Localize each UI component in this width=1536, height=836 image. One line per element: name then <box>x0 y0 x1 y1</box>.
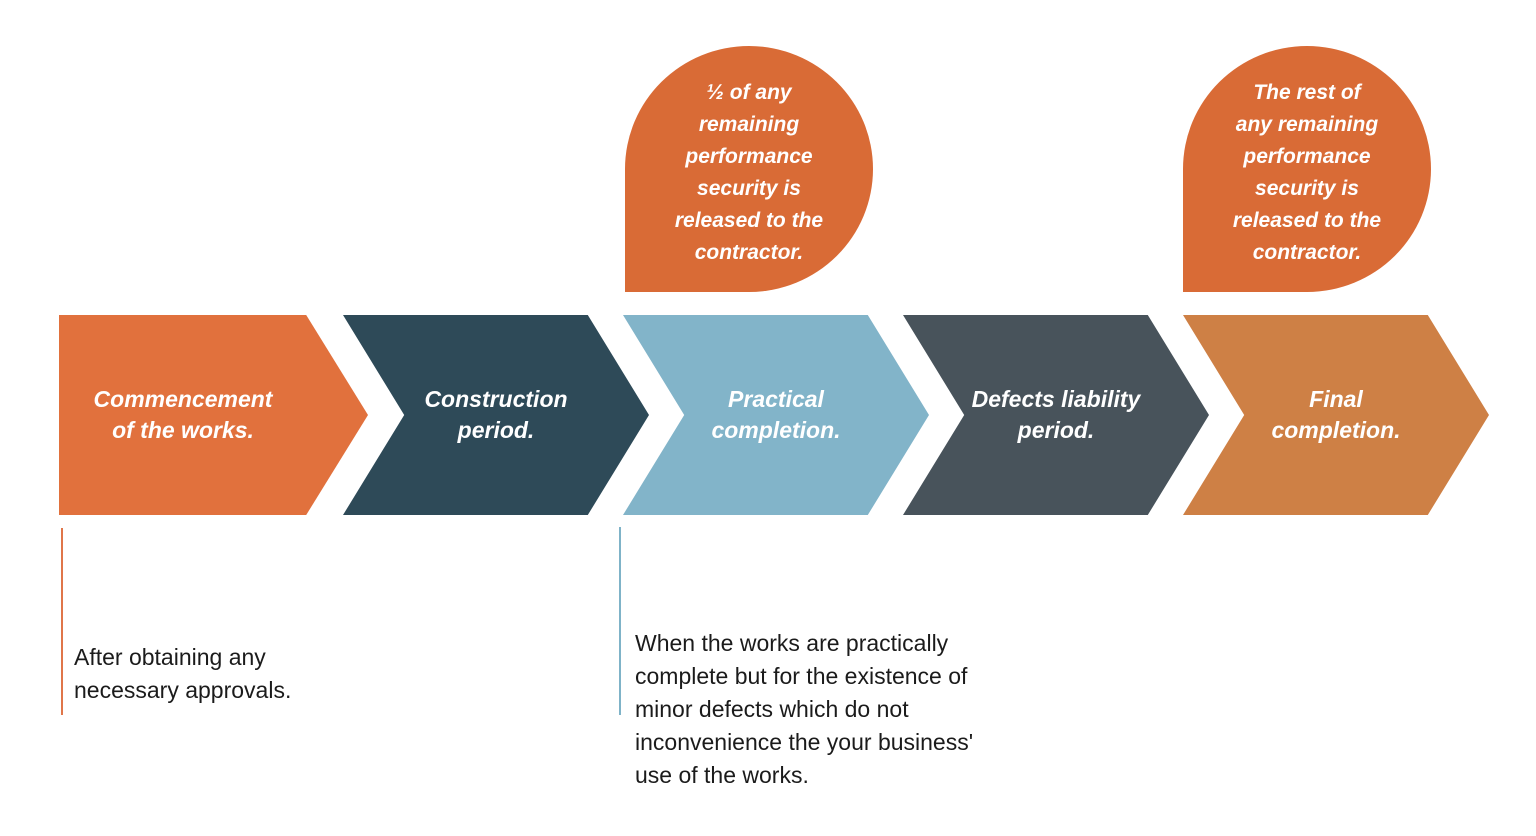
note-commencement: After obtaining any necessary approvals. <box>74 644 292 703</box>
stage-label: Commencement of the works. <box>93 386 273 443</box>
stage-construction-period: Construction period. <box>343 315 649 515</box>
callout-half-security-released: ½ of any remaining performance security … <box>625 46 873 292</box>
stage-final-completion: Final completion. <box>1183 315 1489 515</box>
connector-line-commencement <box>61 528 63 715</box>
stage-label: Construction period. <box>424 386 568 443</box>
stage-label: Defects liability period. <box>971 386 1141 443</box>
callout-text: The rest of any remaining performance se… <box>1232 81 1382 264</box>
note-practical-completion: When the works are practically complete … <box>635 630 974 788</box>
callout-rest-security-released: The rest of any remaining performance se… <box>1183 46 1431 292</box>
connector-line-practical-completion <box>619 527 621 715</box>
stage-label: Final completion. <box>1271 386 1401 443</box>
stage-label: Practical completion. <box>711 386 841 443</box>
stage-defects-liability-period: Defects liability period. <box>903 315 1209 515</box>
stage-practical-completion: Practical completion. <box>623 315 929 515</box>
callout-text: ½ of any remaining performance security … <box>674 81 824 264</box>
stage-commencement: Commencement of the works. <box>59 315 368 515</box>
